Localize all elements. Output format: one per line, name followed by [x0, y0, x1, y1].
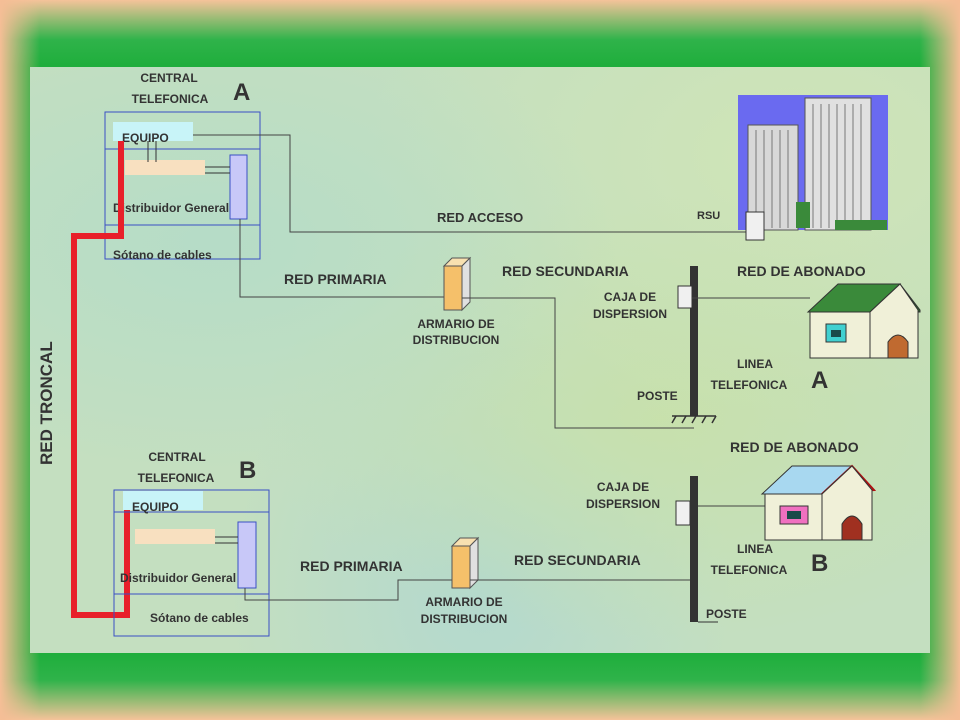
caja-a-label-2: DISPERSION [593, 307, 667, 321]
sotano-a-label: Sótano de cables [113, 248, 212, 262]
equipo-a-box [113, 122, 193, 141]
caja-b-label-2: DISPERSION [586, 497, 660, 511]
red-secundaria-a-line [462, 297, 694, 429]
red-secundaria-b-label: RED SECUNDARIA [514, 552, 641, 568]
rsu-label: RSU [697, 210, 720, 222]
letter-a-right: A [811, 367, 828, 394]
central-b-box [113, 489, 270, 637]
equipo-a-panel [125, 160, 205, 175]
linea-b-label-1: LINEA [737, 542, 773, 556]
rsu-cabinet [745, 211, 765, 241]
red-acceso-line [193, 134, 748, 233]
equipo-b-label: EQUIPO [132, 500, 179, 514]
linea-a-label-1: LINEA [737, 357, 773, 371]
red-acceso-label: RED ACCESO [437, 210, 523, 225]
poste-b [690, 476, 698, 622]
distribuidor-b-label: Distribuidor General [120, 571, 236, 585]
poste-a-base [671, 415, 717, 424]
distribuidor-a-rack [229, 154, 248, 220]
red-abonado-a-label: RED DE ABONADO [737, 263, 866, 279]
armario-a-label-2: DISTRIBUCION [413, 333, 500, 347]
equipo-b-panel [135, 529, 215, 544]
red-primaria-a-line [239, 219, 444, 298]
distribuidor-a-label: Distribuidor General [113, 201, 229, 215]
red-primaria-b-line [244, 579, 452, 601]
house-b [760, 464, 877, 541]
sotano-b-label: Sótano de cables [150, 611, 249, 625]
central-a-label-2: TELEFONICA [132, 92, 209, 106]
equipo-a-label: EQUIPO [122, 131, 169, 145]
caja-b [675, 500, 691, 526]
caja-a-label-1: CAJA DE [604, 290, 656, 304]
central-a: CENTRAL TELEFONICA A EQUIPO Distribuidor… [104, 71, 261, 262]
caja-a [677, 285, 693, 309]
house-a [806, 283, 921, 359]
central-b: CENTRAL TELEFONICA B EQUIPO Distribuidor… [113, 450, 270, 637]
letter-b-right: B [811, 550, 828, 577]
equipo-b-box [123, 491, 203, 510]
poste-a-label: POSTE [637, 389, 678, 403]
armario-a-label-1: ARMARIO DE [417, 317, 494, 331]
red-troncal-label: RED TRONCAL [37, 341, 56, 465]
armario-b-label-1: ARMARIO DE [425, 595, 502, 609]
poste-b-label: POSTE [706, 607, 747, 621]
red-secundaria-a-label: RED SECUNDARIA [502, 263, 629, 279]
central-b-label-2: TELEFONICA [138, 471, 215, 485]
caja-b-label-1: CAJA DE [597, 480, 649, 494]
letter-b-top: B [239, 457, 256, 484]
red-troncal-line [71, 141, 130, 618]
distribuidor-b-rack [237, 521, 257, 589]
poste-a [690, 266, 698, 416]
office-buildings [738, 95, 888, 241]
red-primaria-b-label: RED PRIMARIA [300, 558, 403, 574]
red-abonado-b-label: RED DE ABONADO [730, 439, 859, 455]
letter-a-top: A [233, 79, 250, 106]
armario-b-label-2: DISTRIBUCION [421, 612, 508, 626]
central-a-box [104, 111, 261, 260]
linea-b-label-2: TELEFONICA [711, 563, 788, 577]
armario-a [442, 256, 472, 312]
red-primaria-a-label: RED PRIMARIA [284, 271, 387, 287]
armario-b [450, 536, 480, 590]
linea-a-label-2: TELEFONICA [711, 378, 788, 392]
central-b-label-1: CENTRAL [148, 450, 205, 464]
central-a-label-1: CENTRAL [140, 71, 197, 85]
